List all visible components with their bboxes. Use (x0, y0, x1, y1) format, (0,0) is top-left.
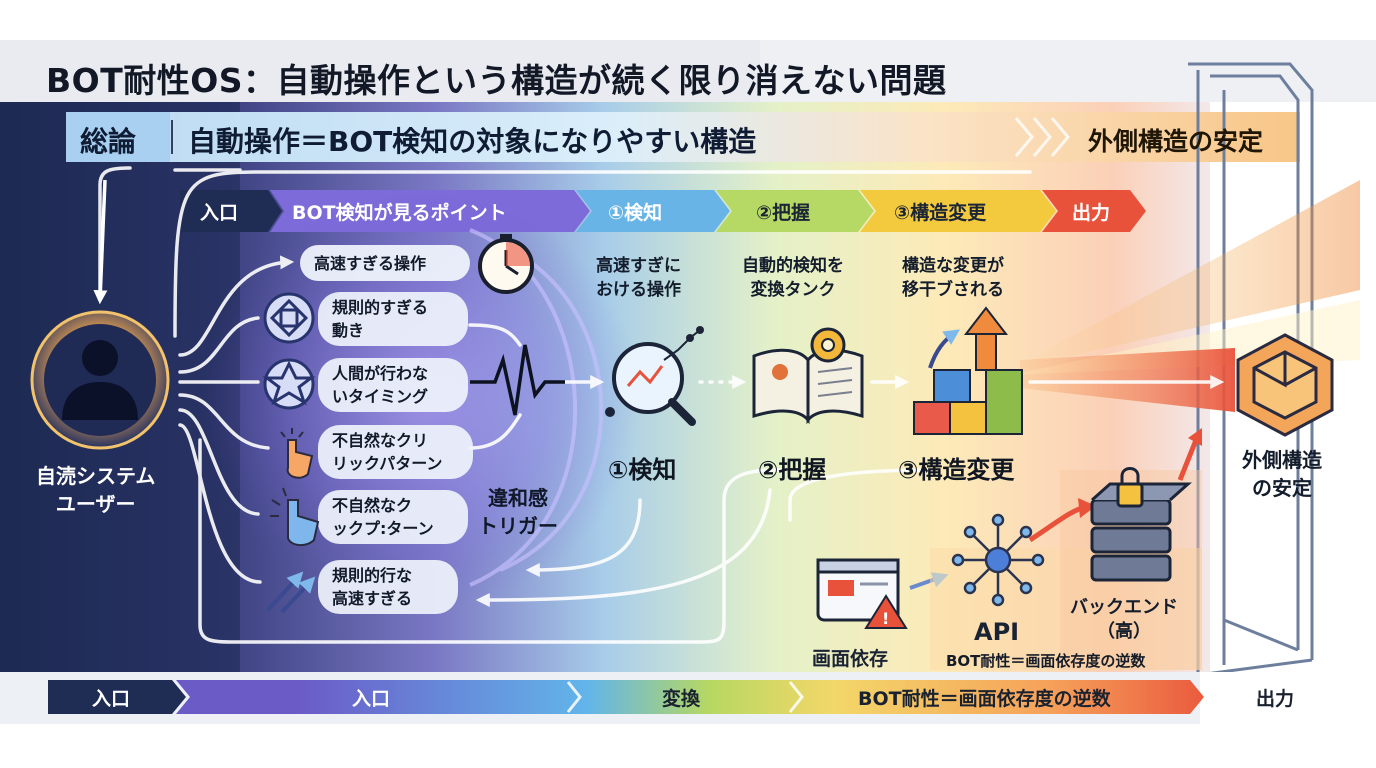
grasp-caption: 自動的検知を 変換タンク (742, 256, 844, 300)
bottom-entry-2: 入口 (352, 688, 391, 710)
page-title: BOT耐性OS：自動操作という構造が続く限り消えない問題 (46, 61, 947, 100)
point-regular-fast: 規則的行な 高速すぎる (332, 566, 413, 608)
point-unhuman-timing: 人間が行わな いタイミング (332, 364, 429, 406)
point-regular-movement: 規則的すぎる 動き (332, 298, 429, 340)
bottom-output: 出力 (1256, 688, 1295, 710)
step-entry: 入口 (200, 202, 239, 224)
bottom-transform: 変換 (662, 688, 701, 710)
summary-text: 自動操作＝BOT検知の対象になりやすい構造 (188, 125, 757, 158)
bottom-bot-resistance: BOT耐性＝画面依存度の逆数 (858, 688, 1111, 710)
step-bot-points: BOT検知が見るポイント (292, 202, 507, 224)
bottom-entry-1: 入口 (92, 688, 131, 710)
step-detect: ①検知 (608, 202, 663, 224)
trigger-label: 違和感 トリガー (478, 486, 558, 538)
stopwatch-icon (478, 234, 534, 294)
step-grasp: ②把握 (756, 202, 811, 224)
summary-label: 総論 (80, 125, 137, 158)
svg-text:!: ! (882, 609, 889, 628)
step-change: ③構造変更 (894, 202, 987, 224)
point-unnatural-pattern: 不自然なク ックプ:ターン (332, 496, 434, 538)
api-label: API (974, 618, 1020, 646)
backend-label: バックエンド （高） (1070, 597, 1178, 642)
detect-label: ①検知 (608, 456, 677, 484)
api-sub-label: BOT耐性＝画面依存度の逆数 (946, 652, 1146, 670)
finger-tap-icon (280, 428, 314, 479)
step-output: 出力 (1072, 202, 1111, 224)
point-unnatural-click: 不自然なクリ リックパターン (332, 431, 443, 473)
grasp-label: ②把握 (758, 456, 827, 484)
change-caption: 構造な変更が 移干ブされる (902, 256, 1004, 300)
outer-stability-label: 外側構造の安定 (1088, 127, 1264, 156)
change-label: ③構造変更 (898, 456, 1015, 484)
screen-label: 画面依存 (812, 648, 889, 670)
point-fast-operation: 高速すぎる操作 (314, 254, 427, 273)
user-label: 自涜システム ユーザー (36, 464, 156, 516)
outer-label: 外側構造 の安定 (1242, 448, 1322, 500)
detect-caption: 高速すぎに おける操作 (596, 256, 681, 300)
